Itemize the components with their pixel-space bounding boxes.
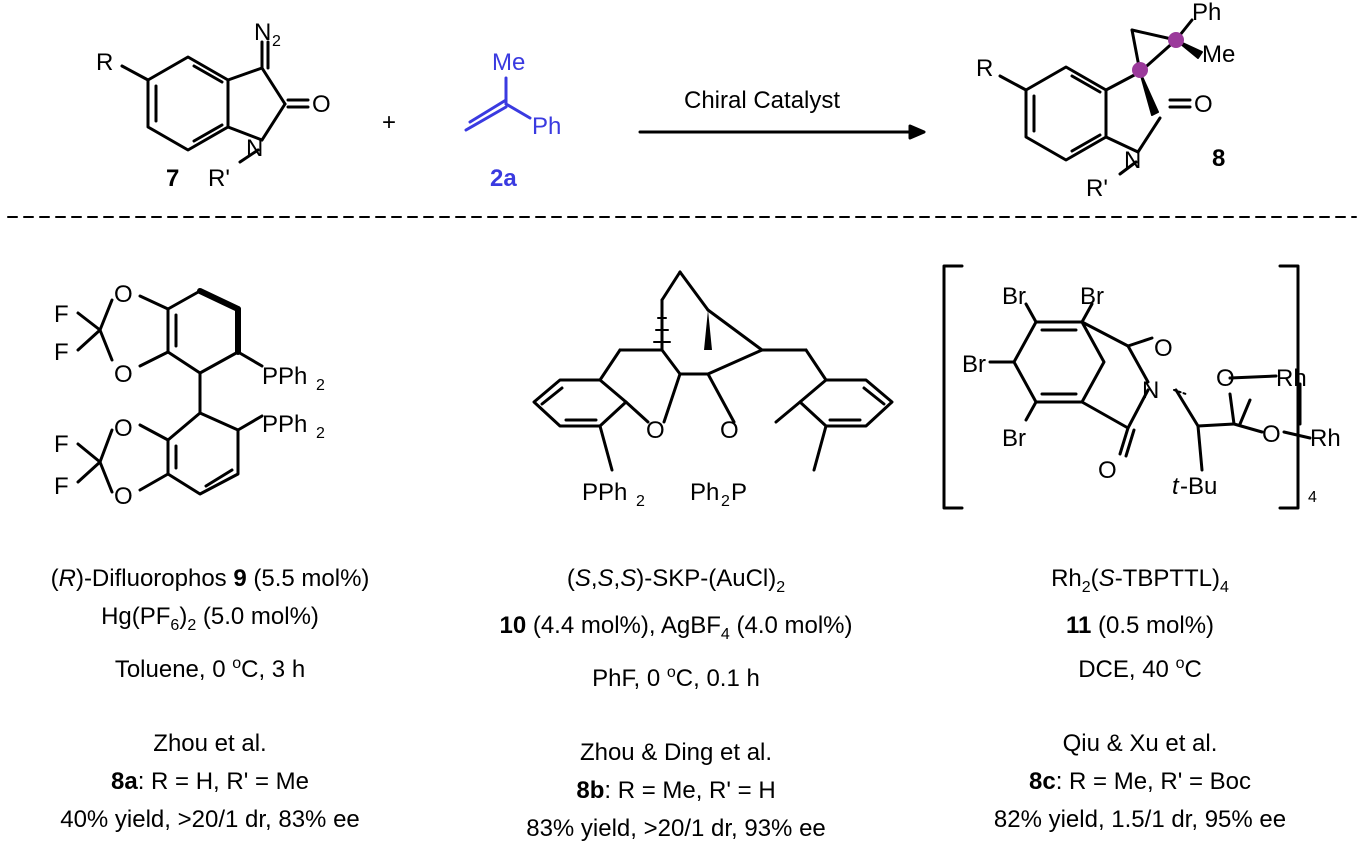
svg-text:N: N	[1142, 377, 1159, 404]
svg-text:Br: Br	[1002, 283, 1026, 310]
svg-text:O: O	[114, 281, 133, 308]
svg-text:F: F	[54, 431, 69, 458]
svg-text:O: O	[1262, 421, 1281, 448]
svg-text:Me: Me	[1202, 41, 1235, 68]
catalyst-11-structure	[942, 264, 1312, 510]
catalyst-11-authors: Qiu & Xu et al.	[1062, 729, 1218, 757]
svg-text:O: O	[646, 417, 665, 444]
catalyst-11-conditions: DCE, 40 oC	[1078, 654, 1202, 683]
label-R: R	[96, 49, 113, 76]
compound-number-8: 8	[1212, 145, 1225, 172]
stereocenter-sphere-2	[1168, 32, 1184, 48]
catalyst-10-authors: Zhou & Ding et al.	[579, 738, 773, 766]
catalyst-9-structure	[76, 288, 264, 496]
catalyst-9-labels: F F O O PPh 2 PPh 2 F F O O	[54, 281, 325, 510]
svg-text:2: 2	[272, 33, 281, 50]
catalyst-10-loading: 10 (4.4 mol%), AgBF4 (4.0 mol%)	[499, 611, 853, 643]
reaction-arrow	[638, 124, 926, 140]
svg-text:Me: Me	[492, 49, 525, 76]
svg-text:O: O	[1154, 335, 1173, 362]
svg-text:R: R	[976, 55, 993, 82]
catalyst-9-cocatalyst: Hg(PF6)2 (5.0 mol%)	[101, 603, 319, 634]
svg-text:Br: Br	[962, 351, 986, 378]
plus-sign: +	[382, 109, 396, 136]
svg-text:2: 2	[636, 493, 645, 510]
svg-text:F: F	[54, 339, 69, 366]
catalyst-9-conditions: Toluene, 0 oC, 3 h	[114, 654, 306, 683]
svg-text:PPh: PPh	[582, 479, 627, 506]
reactant-7-labels: R N 2 O N R' 7	[96, 19, 331, 192]
svg-text:-Bu: -Bu	[1180, 473, 1217, 500]
svg-text:O: O	[114, 415, 133, 442]
svg-text:R': R'	[1086, 175, 1108, 202]
catalyst-10-caption: (S,S,S)-SKP-(AuCl)2 10 (4.4 mol%), AgBF4…	[456, 560, 896, 848]
product-8-labels: R O N R' 8 Ph Me	[976, 0, 1235, 202]
catalyst-10-structure	[532, 270, 894, 472]
label-N: N	[254, 19, 271, 46]
svg-text:N: N	[246, 135, 263, 162]
catalyst-11-labels: Br Br Br Br O N O O O Rh Rh t -Bu 4	[962, 283, 1341, 506]
catalyst-11-loading: 11 (0.5 mol%)	[1065, 611, 1215, 639]
compound-number-2a: 2a	[490, 165, 517, 192]
svg-text:Ph: Ph	[532, 113, 561, 140]
svg-text:2: 2	[721, 493, 730, 510]
catalyst-9-caption: (R)-Difluorophos 9 (5.5 mol%) Hg(PF6)2 (…	[0, 560, 430, 839]
svg-text:R': R'	[208, 165, 230, 192]
catalyst-11-result: 82% yield, 1.5/1 dr, 95% ee	[993, 805, 1287, 833]
catalyst-11-product: 8c: R = Me, R' = Boc	[1028, 767, 1252, 795]
catalyst-9-product: 8a: R = H, R' = Me	[111, 767, 309, 795]
catalyst-10-conditions: PhF, 0 oC, 0.1 h	[592, 663, 760, 692]
svg-text:O: O	[720, 417, 739, 444]
svg-text:4: 4	[1308, 489, 1317, 506]
svg-text:O: O	[114, 361, 133, 388]
svg-text:O: O	[1098, 457, 1117, 484]
catalyst-10-product: 8b: R = Me, R' = H	[576, 776, 776, 804]
svg-text:2: 2	[316, 377, 325, 394]
catalyst-11-name: Rh2(S-TBPTTL)4	[1051, 565, 1229, 596]
product-8-structure	[998, 18, 1194, 176]
catalyst-9-result: 40% yield, >20/1 dr, 83% ee	[60, 805, 360, 833]
svg-text:Br: Br	[1002, 425, 1026, 452]
svg-text:t: t	[1172, 473, 1180, 500]
compound-number-7: 7	[166, 165, 179, 192]
svg-text:O: O	[1216, 365, 1235, 392]
svg-text:PPh: PPh	[262, 363, 307, 390]
reactant-2a-labels: Me Ph 2a	[490, 49, 561, 192]
svg-text:Rh: Rh	[1310, 425, 1341, 452]
catalyst-11-caption: Rh2(S-TBPTTL)4 11 (0.5 mol%) DCE, 40 oC …	[920, 560, 1360, 839]
catalyst-9-name: (R)-Difluorophos 9 (5.5 mol%)	[50, 565, 370, 592]
svg-text:Ph: Ph	[1192, 0, 1221, 26]
svg-text:O: O	[114, 483, 133, 510]
catalyst-10-name: (S,S,S)-SKP-(AuCl)2	[566, 565, 786, 596]
svg-text:Br: Br	[1080, 283, 1104, 310]
svg-text:PPh: PPh	[262, 411, 307, 438]
svg-text:N: N	[1124, 147, 1141, 174]
svg-text:Ph: Ph	[690, 479, 719, 506]
catalyst-10-labels: O O PPh 2 Ph 2 P	[582, 417, 747, 510]
svg-text:F: F	[54, 301, 69, 328]
svg-text:Rh: Rh	[1276, 365, 1307, 392]
catalyst-10-result: 83% yield, >20/1 dr, 93% ee	[526, 814, 826, 842]
reaction-scheme: R N 2 O N R' 7 + Me Ph 2a Chiral Catalys…	[7, 0, 1357, 510]
reactant-2a-structure	[464, 76, 532, 132]
svg-text:P: P	[731, 479, 747, 506]
arrow-label: Chiral Catalyst	[684, 87, 840, 114]
catalyst-9-authors: Zhou et al.	[153, 729, 267, 757]
svg-text:2: 2	[316, 425, 325, 442]
svg-text:O: O	[1194, 91, 1213, 118]
stereocenter-sphere-1	[1132, 62, 1148, 78]
svg-text:O: O	[312, 91, 331, 118]
svg-text:F: F	[54, 473, 69, 500]
reactant-7-structure	[120, 40, 310, 164]
